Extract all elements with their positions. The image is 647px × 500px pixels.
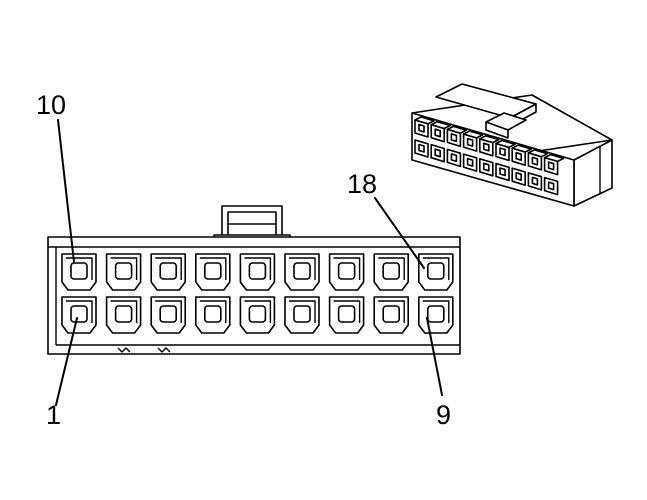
- cavity: [61, 253, 97, 291]
- cavity: [418, 296, 454, 334]
- leader-line-pin-9: [426, 317, 443, 396]
- cavity: [150, 296, 186, 334]
- inset-cavity: [543, 176, 559, 196]
- housing-notch: [157, 347, 171, 353]
- pin-label-18: 18: [347, 169, 377, 199]
- inset-cavity: [511, 167, 527, 186]
- cavity: [61, 296, 97, 334]
- cavity: [239, 253, 276, 291]
- cavity: [195, 253, 231, 291]
- leader-line-pin-10: [57, 119, 75, 263]
- inset-cavity: [430, 120, 452, 143]
- inset-cavity: [495, 139, 516, 162]
- cavity: [150, 253, 186, 291]
- leader-line-pin-1: [55, 317, 78, 406]
- cavity: [105, 296, 142, 334]
- inset-cavity: [527, 149, 549, 171]
- inset-cavity: [446, 125, 468, 148]
- inset-cavity: [430, 143, 446, 163]
- inset-cavity: [527, 172, 543, 191]
- isometric-cavity-grid: [414, 116, 565, 196]
- inset-cavity: [478, 135, 500, 157]
- connector-isometric-view: [411, 83, 613, 207]
- cavity: [373, 253, 409, 291]
- connector-front-view: [47, 205, 461, 355]
- inset-cavity: [414, 139, 429, 158]
- inset-cavity: [511, 144, 533, 166]
- cavity: [418, 253, 454, 291]
- inset-cavity: [414, 116, 435, 138]
- cavity: [284, 296, 320, 334]
- inset-cavity: [543, 153, 565, 176]
- inset-cavity: [462, 153, 478, 172]
- cavity: [239, 296, 276, 334]
- leader-line-pin-18: [374, 197, 425, 269]
- front-cavity-grid: [61, 253, 454, 334]
- housing-notch: [117, 347, 131, 353]
- pin-label-10: 10: [36, 90, 66, 120]
- pin-label-9: 9: [436, 400, 451, 430]
- cavity: [284, 253, 320, 291]
- cavity: [373, 296, 409, 334]
- cavity: [105, 253, 142, 291]
- inset-cavity: [446, 148, 462, 168]
- cavity: [195, 296, 231, 334]
- cavity: [328, 296, 365, 334]
- inset-cavity: [495, 162, 510, 182]
- inset-cavity: [462, 130, 484, 152]
- pin-label-1: 1: [46, 400, 61, 430]
- inset-cavity: [478, 158, 494, 177]
- cavity: [328, 253, 365, 291]
